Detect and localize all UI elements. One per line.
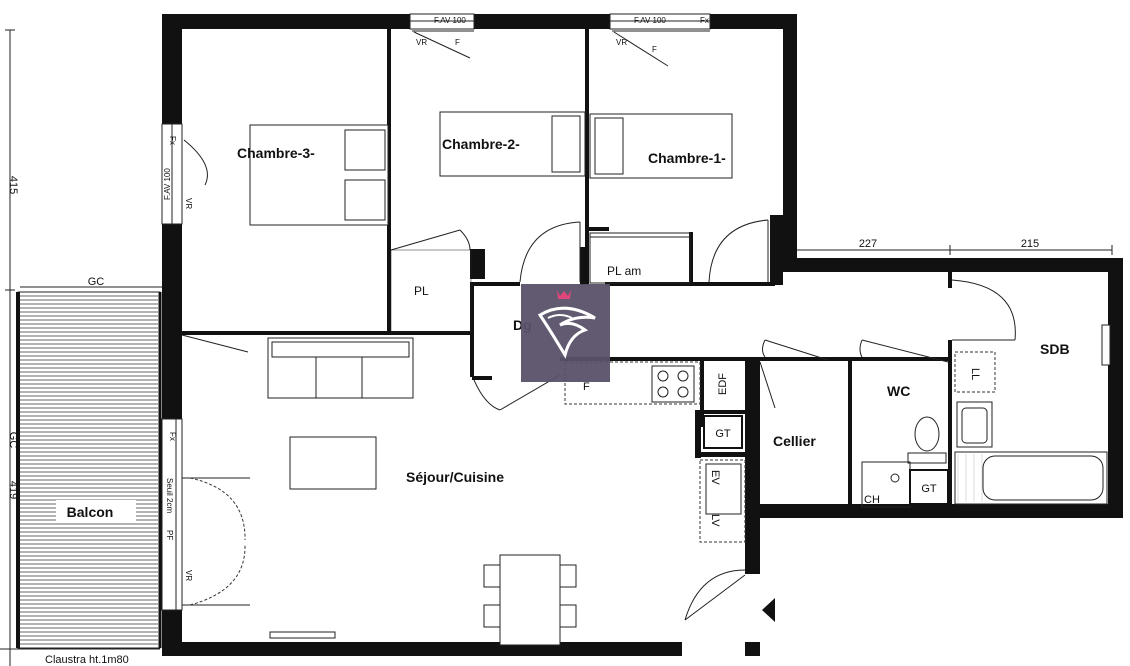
window-vr-left: VR <box>184 198 193 209</box>
top-windows <box>409 13 711 67</box>
door-fx-left: Fx <box>168 432 177 441</box>
coffee-table <box>289 436 377 490</box>
balcony <box>16 291 162 649</box>
gt-box-cellier <box>703 415 743 449</box>
bed-chambre1 <box>589 113 733 179</box>
window-vr-top2: VR <box>616 38 627 47</box>
kitchen-lv-label: LV <box>709 514 721 527</box>
gt-cellier-label: GT <box>715 428 731 440</box>
room-pl-am: PL am <box>607 264 641 278</box>
room-chambre3: Chambre-3- <box>237 145 315 161</box>
edf-label: EDF <box>717 373 729 395</box>
room-sdb: SDB <box>1040 341 1070 357</box>
dimension-lines <box>0 29 1113 666</box>
window-vr-top1: VR <box>416 38 427 47</box>
room-pl: PL <box>414 284 429 298</box>
kitchen-ev-label: EV <box>709 470 721 485</box>
bathroom-fixtures <box>954 324 1111 505</box>
radiator <box>269 631 336 639</box>
door-vr: VR <box>184 570 193 581</box>
room-chambre1: Chambre-1- <box>648 150 726 166</box>
dim-215: 215 <box>1021 238 1039 250</box>
window-fav-left: F.AV 100 <box>163 168 172 200</box>
dim-415: 415 <box>7 176 19 194</box>
patio-door <box>161 418 250 611</box>
closets <box>390 232 691 333</box>
room-chambre2: Chambre-2- <box>442 136 520 152</box>
dim-gc: GC <box>88 276 105 288</box>
kitchen-counter <box>564 361 746 543</box>
window-fav-top1: F.AV 100 <box>434 16 466 25</box>
gt-wc-label: GT <box>921 483 937 495</box>
watermark-logo <box>521 284 610 382</box>
room-sejour: Séjour/Cuisine <box>406 469 504 485</box>
dim-227: 227 <box>859 238 877 250</box>
window-fx-left-top: Fx <box>168 136 177 145</box>
door-seuil: Seuil 2cm <box>165 478 174 513</box>
sofa <box>267 337 414 399</box>
kitchen-f-label: F <box>583 381 590 393</box>
toilet <box>861 416 949 508</box>
bed-chambre3 <box>249 124 389 226</box>
interior-walls <box>182 29 952 507</box>
room-cellier: Cellier <box>773 433 816 449</box>
doors <box>181 219 1016 622</box>
ch-label: CH <box>864 494 880 506</box>
balcony-label-bg <box>56 500 136 522</box>
note-claustra: Claustra ht.1m80 <box>45 654 129 666</box>
door-pf: PF <box>165 530 174 540</box>
ll-label: LL <box>969 368 981 380</box>
window-fav-top2: F.AV 100 <box>634 16 666 25</box>
room-wc: WC <box>887 383 910 399</box>
window-fx-top2: Fx <box>700 16 709 25</box>
left-window-chambre3 <box>161 123 208 225</box>
room-balcon: Balcon <box>67 504 114 520</box>
window-f-top2: F <box>652 45 657 54</box>
dining-table <box>483 554 577 646</box>
bed-chambre2 <box>439 111 586 177</box>
window-f-top1: F <box>455 38 460 47</box>
